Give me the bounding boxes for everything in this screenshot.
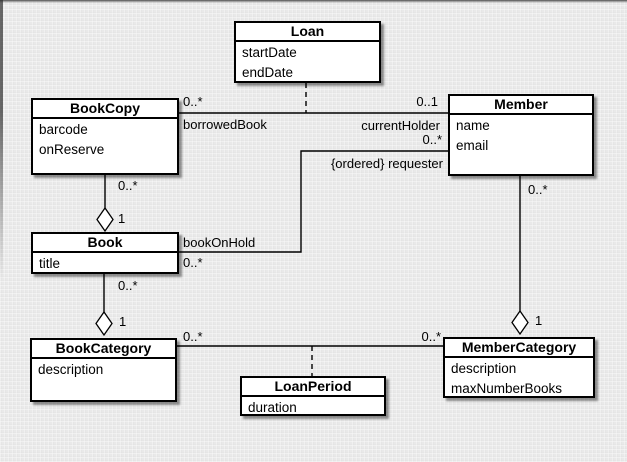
attribute: title <box>39 256 61 271</box>
aggregation-diamond-icon <box>511 309 529 336</box>
attribute: maxNumberBooks <box>451 380 563 396</box>
aggregation-diamond-icon <box>95 310 113 337</box>
attribute: name <box>456 118 490 133</box>
class-member-name: Member <box>450 96 592 115</box>
multiplicity-bookcopy-part: 0..* <box>118 178 138 193</box>
role-bookonhold: bookOnHold <box>183 235 256 250</box>
class-bookcategory: BookCategory description <box>30 338 177 402</box>
multiplicity-member-part: 0..* <box>528 182 548 197</box>
class-loan-name: Loan <box>236 23 379 42</box>
class-membercategory-name: MemberCategory <box>445 339 593 358</box>
attribute: duration <box>248 400 297 415</box>
attribute: email <box>456 137 489 153</box>
class-loanperiod: LoanPeriod duration <box>240 376 386 416</box>
multiplicity-bookcategory-end: 0..* <box>183 329 203 344</box>
attribute: description <box>38 362 104 377</box>
role-currentholder: currentHolder <box>361 118 440 133</box>
multiplicity-member-end: 0..1 <box>416 94 438 109</box>
multiplicity-membercategory-whole: 1 <box>535 313 543 328</box>
attribute: barcode <box>39 122 88 137</box>
multiplicity-membercategory-end: 0..* <box>421 329 441 344</box>
class-bookcopy: BookCopy barcode onReserve <box>31 98 179 175</box>
attribute: startDate <box>242 45 297 60</box>
multiplicity-bookcopy-end: 0..* <box>183 94 203 109</box>
class-membercategory: MemberCategory description maxNumberBook… <box>443 337 595 398</box>
association-book-member-line <box>179 150 448 253</box>
multiplicity-bookonhold-end: 0..* <box>183 255 203 270</box>
role-borrowedbook: borrowedBook <box>183 117 267 132</box>
role-ordered-requester: {ordered} requester <box>330 156 443 171</box>
class-book: Book title <box>31 232 179 274</box>
class-loanperiod-name: LoanPeriod <box>242 378 384 397</box>
attribute: onReserve <box>39 141 105 157</box>
multiplicity-requester-end: 0..* <box>422 132 442 147</box>
class-book-name: Book <box>33 234 177 253</box>
attribute: description <box>451 361 517 376</box>
attribute: endDate <box>242 64 294 80</box>
class-bookcategory-name: BookCategory <box>32 340 175 359</box>
class-loan: Loan startDate endDate <box>234 21 381 83</box>
multiplicity-bookcategory-whole: 1 <box>119 314 127 329</box>
class-member: Member name email <box>448 94 594 176</box>
multiplicity-book-part: 0..* <box>118 278 138 293</box>
multiplicity-book-whole: 1 <box>118 211 126 226</box>
class-bookcopy-name: BookCopy <box>33 100 177 119</box>
aggregation-diamond-icon <box>96 206 114 233</box>
